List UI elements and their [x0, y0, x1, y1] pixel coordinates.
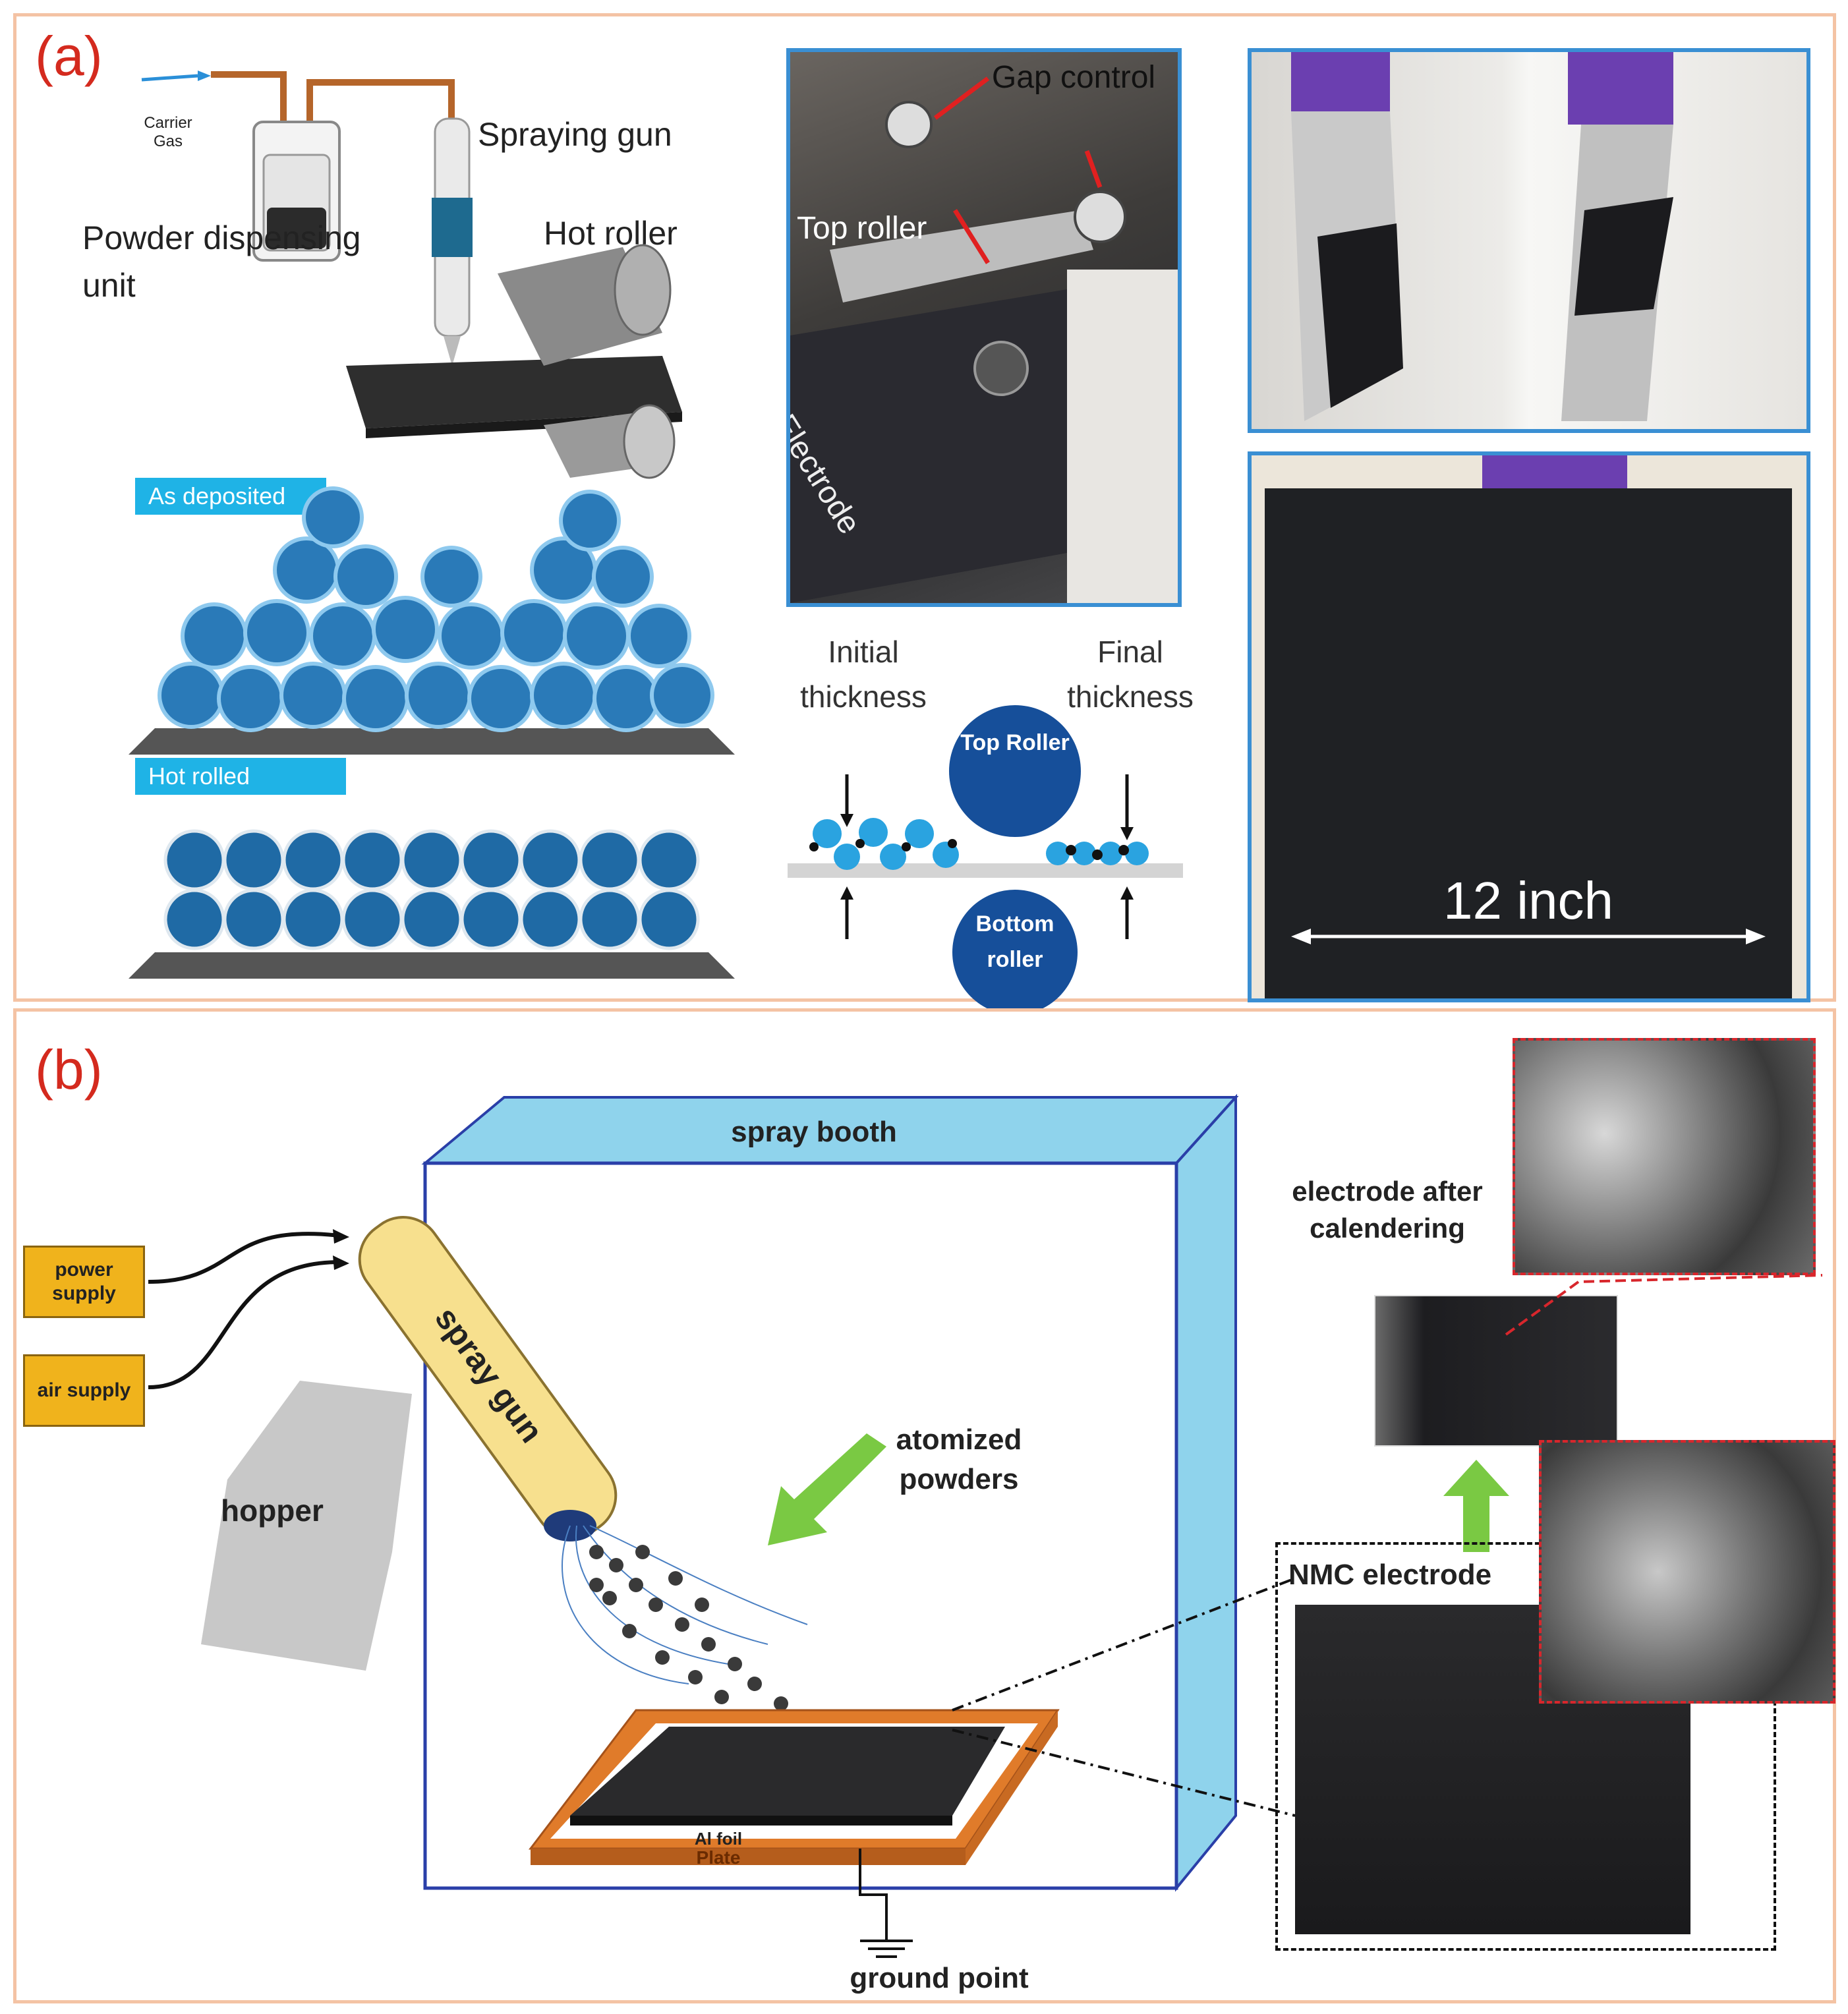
hot-rolled-tag: Hot rolled [135, 758, 346, 795]
hot-rolled-particles [129, 829, 735, 979]
top-roller-diagram-label: Top Roller [960, 730, 1070, 755]
as-deposited-particles [129, 486, 735, 755]
nmc-electrode-frame [1275, 1542, 1776, 1951]
calendered-electrode-photo [1374, 1295, 1618, 1447]
panel-b-label: (b) [35, 1039, 103, 1101]
spray-roller-schematic [141, 71, 682, 479]
hopper-label: hopper [221, 1493, 324, 1528]
powder-unit-label: Powder dispensing unit [82, 219, 361, 304]
atomized-powders-label: atomized powders [896, 1424, 1022, 1495]
roller-machine-photo: Gap control Top roller Electrode [786, 48, 1182, 607]
large-electrode-photo: 12 inch [1248, 451, 1810, 1002]
supply-cables [148, 1229, 349, 1389]
plate-label: Plate [696, 1847, 741, 1868]
panel-a-label: (a) [35, 25, 103, 87]
atomized-arrow [768, 1433, 886, 1545]
nmc-electrode-label: NMC electrode [1288, 1559, 1492, 1591]
sem-nmc-image [1539, 1440, 1835, 1704]
flexible-electrode-photo [1248, 48, 1810, 433]
electrode-after-label: electrode after calendering [1292, 1176, 1483, 1244]
hot-roller-label: Hot roller [544, 215, 678, 252]
large-electrode-illustration [1265, 455, 1792, 998]
panel-b: (b) spray booth power supply air supply … [13, 1008, 1836, 2003]
top-roller-photo-label: Top roller [797, 211, 927, 246]
initial-thickness-label: Initial thickness [800, 635, 927, 714]
process-up-arrow [1443, 1460, 1509, 1552]
atomized-powder-cloud [562, 1525, 808, 1711]
roller-compression-diagram [788, 705, 1183, 1015]
machine-illustration [790, 76, 1178, 603]
air-supply-box: air supply [23, 1354, 145, 1427]
panel-a: (a) Carrier Gas Spraying gun Powder disp… [13, 13, 1836, 1015]
sem-calendered-image [1513, 1038, 1816, 1275]
gap-control-label: Gap control [991, 60, 1156, 95]
al-foil-label: Al foil [694, 1829, 743, 1849]
ground-point-label: ground point [850, 1962, 1029, 1994]
twelve-inch-label: 12 inch [1443, 871, 1613, 930]
spraying-gun-label: Spraying gun [478, 116, 672, 153]
ground-wire [859, 1849, 913, 1958]
final-thickness-label: Final thickness [1067, 635, 1194, 714]
bottom-roller-diagram-label: Bottom roller [975, 911, 1054, 972]
carrier-gas-label: Carrier Gas [144, 114, 192, 150]
hopper [201, 1381, 412, 1671]
flexible-electrode-illustration [1291, 52, 1673, 421]
calendered-callout [1505, 1274, 1823, 1336]
as-deposited-tag: As deposited [135, 478, 326, 515]
power-supply-box: power supply [23, 1246, 145, 1318]
projection-lines [952, 1577, 1296, 1817]
plate-assembly [528, 1709, 1060, 1865]
spray-booth-label: spray booth [731, 1116, 897, 1148]
